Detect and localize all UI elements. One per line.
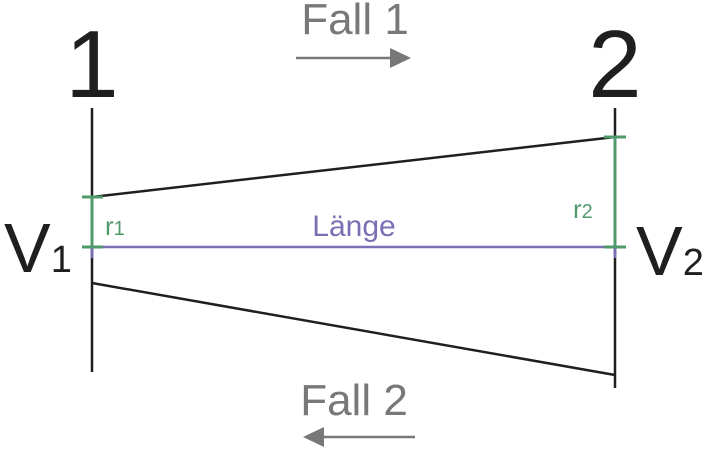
velocity-1-symbol: V — [4, 209, 51, 287]
velocity-2-index: 2 — [683, 242, 704, 284]
velocity-2-label: V2 — [636, 212, 704, 290]
radius-1-label: r1 — [105, 211, 125, 241]
velocity-1-label: V1 — [4, 209, 72, 287]
section-2-number: 2 — [588, 11, 641, 118]
radius-1-index: 1 — [114, 218, 125, 240]
radius-2-symbol: r — [573, 194, 582, 224]
fall-2-label: Fall 2 — [300, 376, 408, 425]
pipe-lower-wall — [91, 281, 616, 377]
fall-1-label: Fall 1 — [301, 0, 409, 44]
radius-1-symbol: r — [105, 211, 114, 241]
section-1-number: 1 — [65, 11, 118, 118]
length-label: Länge — [312, 210, 395, 243]
radius-2-index: 2 — [582, 201, 593, 223]
radius-2-label: r2 — [573, 194, 593, 224]
velocity-2-symbol: V — [636, 212, 683, 290]
fall-1-arrow-head — [390, 48, 411, 68]
fall-2-arrow-head — [303, 427, 324, 447]
pipe-upper-wall — [91, 135, 616, 199]
velocity-1-index: 1 — [51, 239, 72, 281]
